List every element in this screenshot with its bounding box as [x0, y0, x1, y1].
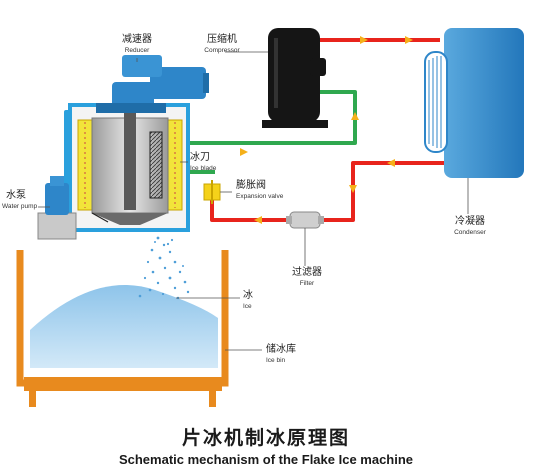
label-filter: 过滤器 Filter — [292, 265, 322, 287]
label-ice-blade: 冰刀 Ice blade — [190, 150, 217, 172]
label-ice-blade-cn: 冰刀 — [190, 150, 210, 163]
label-ice-bin-en: Ice bin — [266, 357, 286, 364]
label-ice-bin: 储冰库 Ice bin — [266, 342, 296, 364]
label-condenser-cn: 冷凝器 — [455, 214, 485, 227]
label-compressor-cn: 压缩机 — [207, 32, 237, 45]
label-condenser: 冷凝器 Condenser — [454, 214, 487, 236]
label-expansion-valve: 膨胀阀 Expansion valve — [236, 178, 284, 200]
ice-bin-base — [24, 377, 222, 391]
water-pump — [37, 176, 77, 240]
hot-gas-line — [314, 38, 440, 55]
ice-blade — [149, 131, 163, 199]
caption-cn: 片冰机制冰原理图 — [182, 426, 350, 449]
condenser — [424, 28, 524, 178]
label-ice-blade-en: Ice blade — [190, 165, 217, 172]
label-expansion-valve-en: Expansion valve — [236, 193, 284, 200]
ice-bin-leg-right — [209, 391, 216, 407]
drive-shaft — [124, 110, 136, 210]
label-condenser-en: Condenser — [454, 229, 487, 236]
evaporator-assembly — [68, 103, 190, 232]
liquid-line — [210, 161, 445, 222]
label-water-pump-cn: 水泵 — [6, 189, 26, 201]
drum-bottom — [92, 213, 168, 225]
reducer — [96, 55, 209, 113]
label-filter-en: Filter — [300, 280, 315, 287]
ice-bin-leg-left — [29, 391, 36, 407]
label-ice: 冰 Ice — [243, 288, 253, 310]
label-ice-bin-cn: 储冰库 — [266, 342, 296, 355]
label-reducer-cn: 减速器 — [122, 33, 152, 45]
label-reducer-en: Reducer — [125, 47, 150, 54]
label-water-pump: 水泵 Water pump — [2, 189, 38, 210]
label-filter-cn: 过滤器 — [292, 265, 322, 278]
label-compressor: 压缩机 Compressor — [204, 32, 240, 54]
label-reducer: 减速器 Reducer — [122, 33, 152, 54]
label-water-pump-en: Water pump — [2, 203, 38, 210]
ice-bin — [16, 250, 229, 407]
leader-lines — [38, 51, 469, 351]
expansion-valve — [203, 180, 221, 204]
ice-pile — [30, 285, 218, 368]
label-ice-cn: 冰 — [243, 288, 253, 301]
label-compressor-en: Compressor — [204, 47, 240, 54]
falling-ice-flakes — [138, 236, 190, 300]
label-expansion-valve-cn: 膨胀阀 — [236, 178, 266, 191]
compressor — [262, 28, 328, 128]
caption-en: Schematic mechanism of the Flake Ice mac… — [119, 452, 413, 467]
filter — [286, 211, 324, 229]
label-ice-en: Ice — [243, 303, 252, 310]
